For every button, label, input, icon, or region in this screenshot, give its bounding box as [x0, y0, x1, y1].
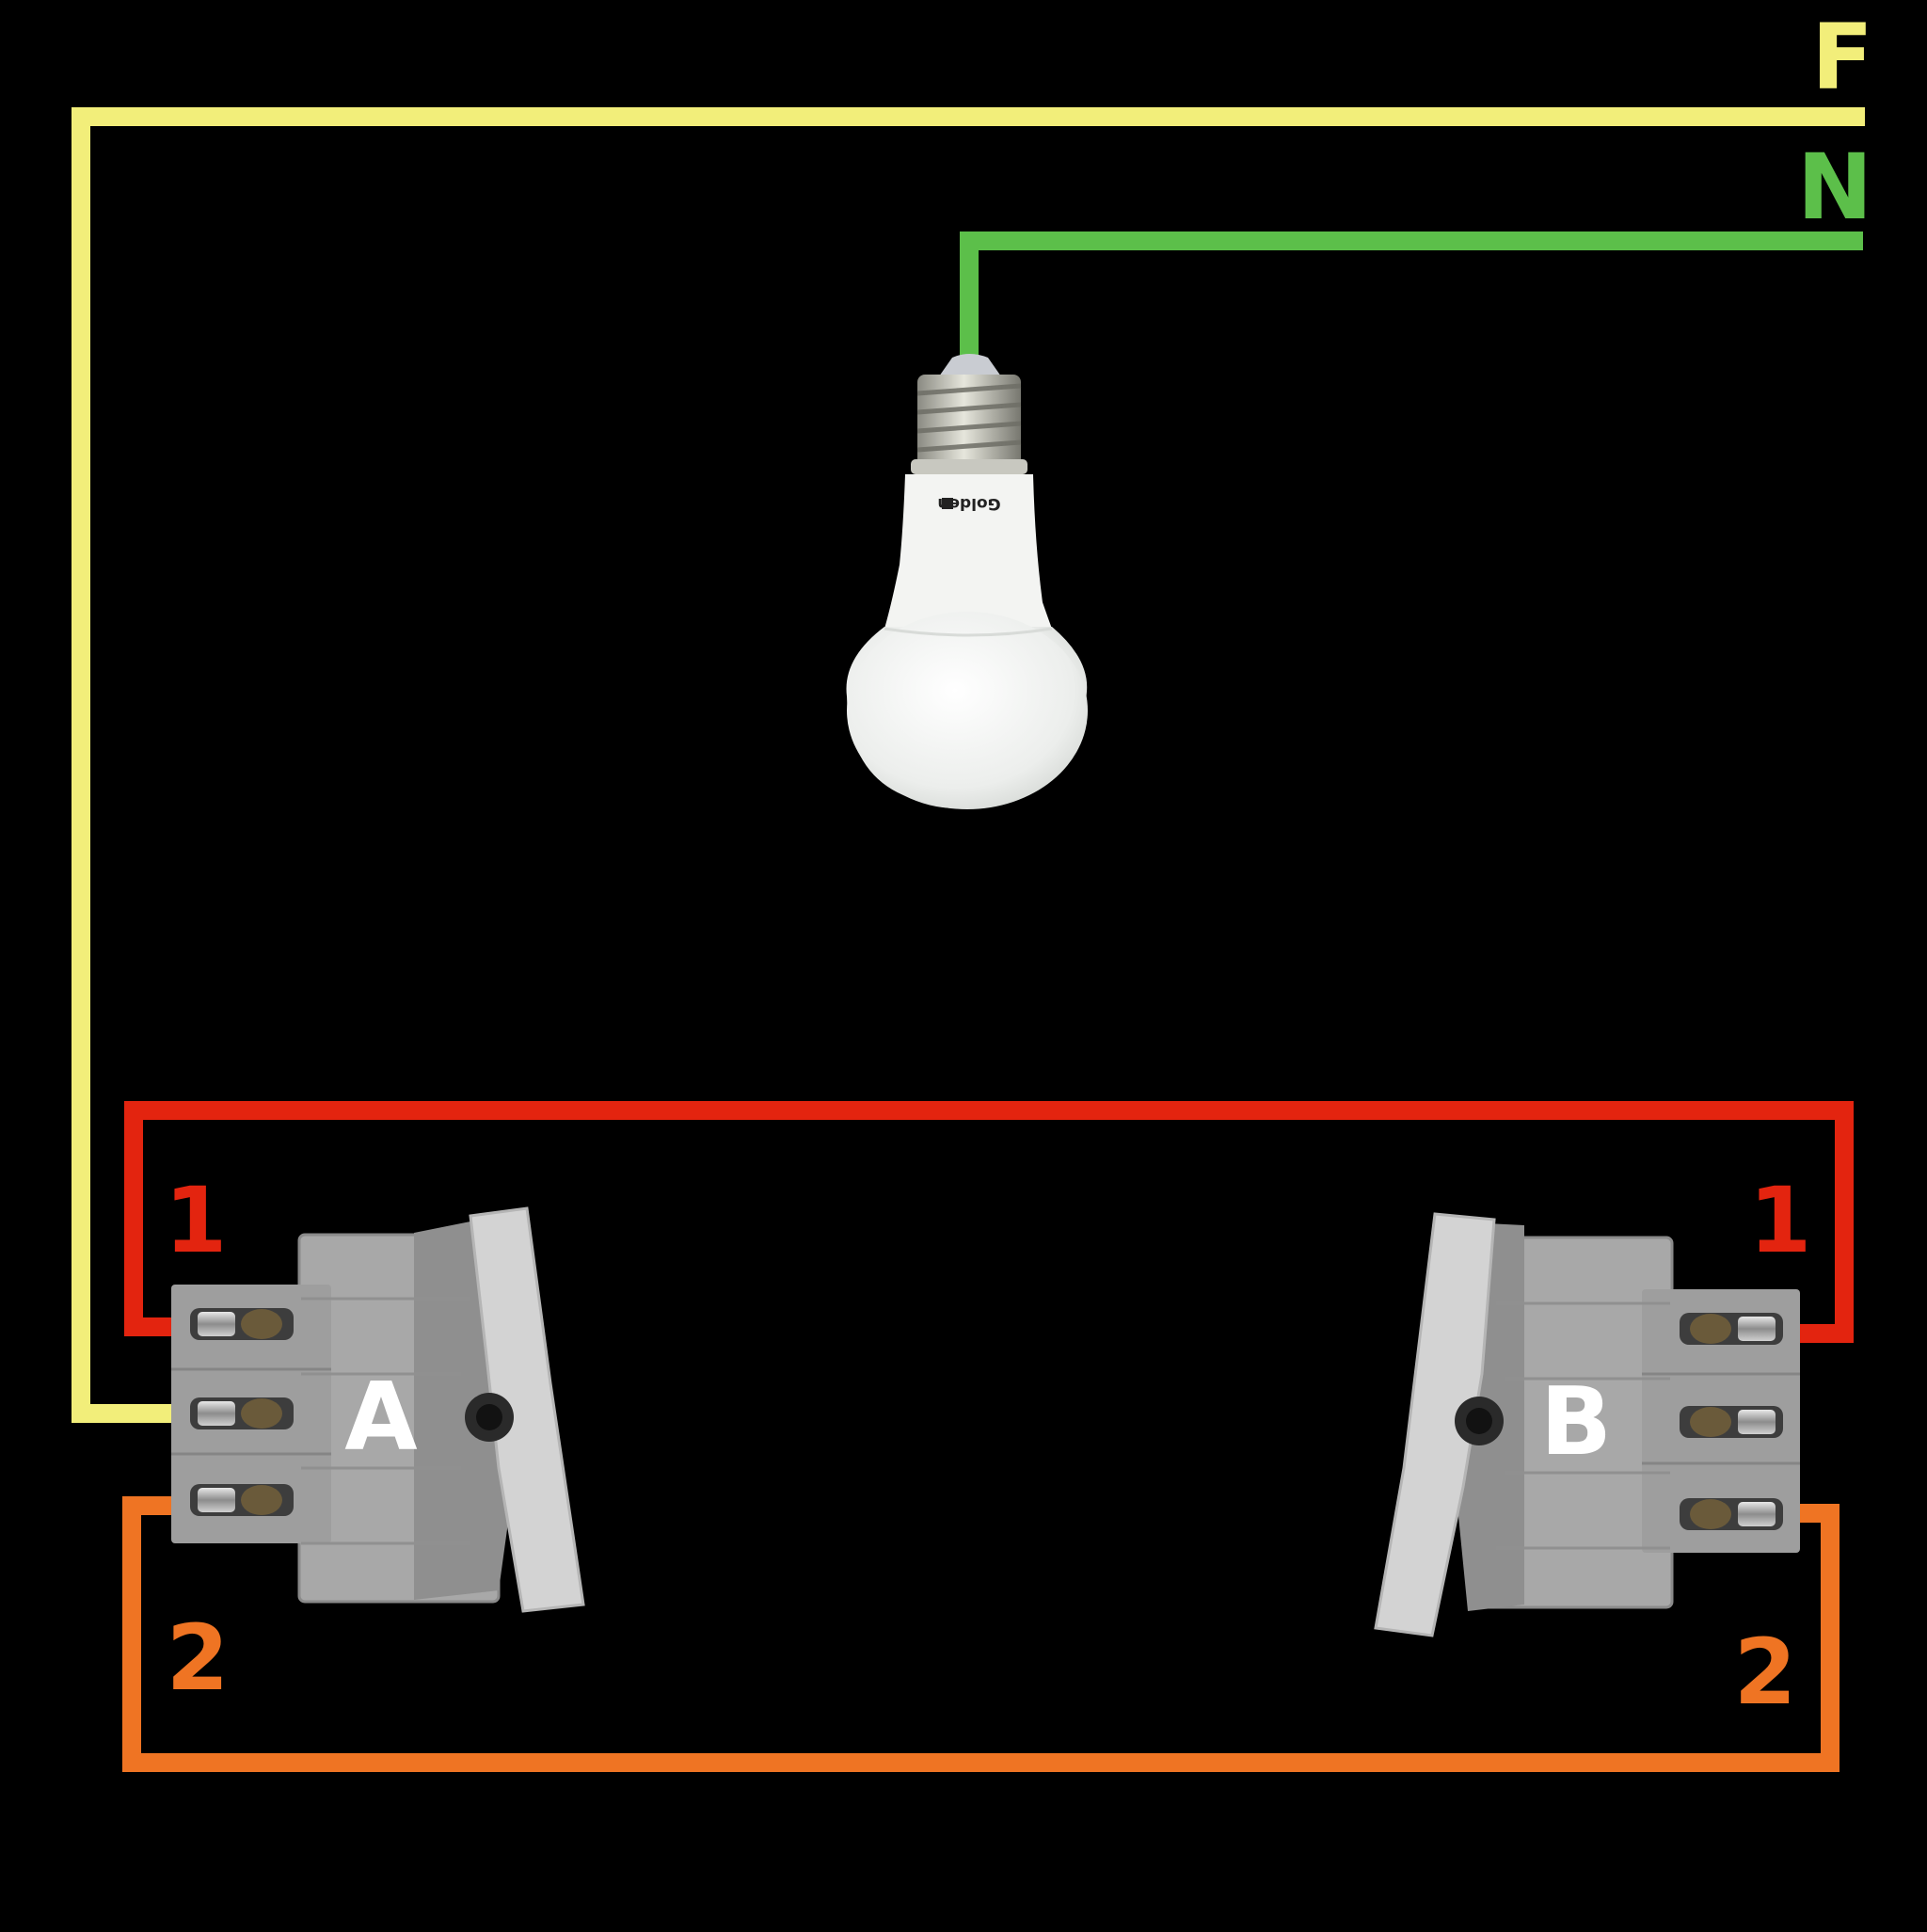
switch-b-screw-2 [1680, 1406, 1783, 1438]
neutral-label: N [1797, 135, 1872, 240]
switch-b-screw-3 [1680, 1498, 1783, 1530]
switch-a-screw-2 [190, 1397, 294, 1429]
switch-b-terminal-1-label: 1 [1749, 1168, 1812, 1273]
rocker-switch-icon [171, 1206, 585, 1613]
switch-b-screw-1 [1680, 1313, 1783, 1345]
switch-a-terminal-1-label: 1 [165, 1168, 228, 1273]
light-bulb-icon: Golden [846, 354, 1088, 809]
traveler-wire-1 [124, 1101, 1854, 1343]
phase-wire [72, 107, 1865, 1423]
switch-b-terminal-2-label: 2 [1734, 1620, 1797, 1725]
phase-label: F [1811, 5, 1873, 110]
neutral-wire [960, 232, 1863, 359]
bulb-brand-text: Golden [937, 494, 1000, 513]
switch-a-screw-3 [190, 1484, 294, 1516]
switch-b[interactable]: B [1374, 1212, 1800, 1637]
rocker-switch-icon [1374, 1212, 1800, 1637]
traveler-wire-2 [122, 1496, 1839, 1772]
switch-b-rocker[interactable] [1374, 1212, 1496, 1637]
switch-a-screw-1 [190, 1308, 294, 1340]
switch-b-label: B [1540, 1366, 1612, 1477]
switch-a-rocker[interactable] [469, 1206, 585, 1613]
switch-a-label: A [344, 1362, 417, 1472]
switch-a[interactable]: A [171, 1206, 585, 1613]
switch-a-terminal-2-label: 2 [167, 1605, 230, 1711]
